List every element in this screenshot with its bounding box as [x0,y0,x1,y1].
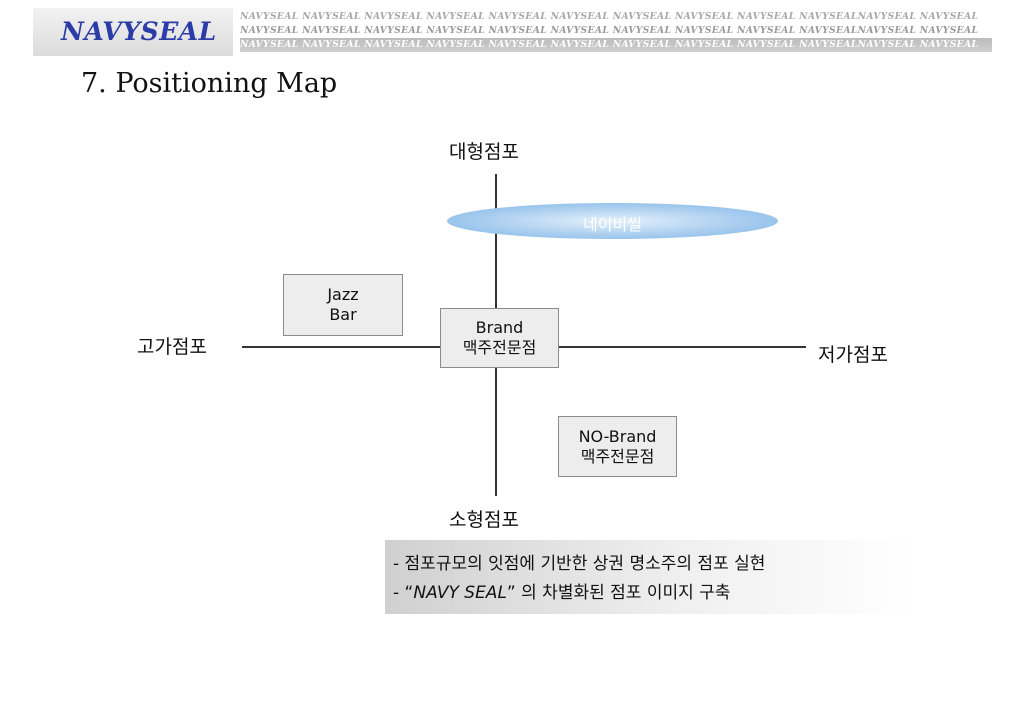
axis-label-left: 고가점포 [137,336,207,358]
jazz-bar-line-2: Bar [329,305,357,324]
axis-label-right: 저가점포 [818,344,888,366]
watermark-line-1: NAVYSEAL NAVYSEAL NAVYSEAL NAVYSEAL NAVY… [240,11,979,22]
note-line-2-brand: NAVY SEAL [413,583,507,603]
axis-label-bottom: 소형점포 [449,509,519,531]
jazz-bar-box: Jazz Bar [283,274,403,336]
navyseal-position-ellipse: 네이비씰 [447,203,778,239]
axis-label-top: 대형점포 [449,141,519,163]
navyseal-label: 네이비씰 [583,215,642,234]
watermark-line-3: NAVYSEAL NAVYSEAL NAVYSEAL NAVYSEAL NAVY… [240,38,992,52]
note-line-2: - “NAVY SEAL” 의 차별화된 점포 이미지 구축 [393,579,913,608]
header-watermark-band: NAVYSEAL NAVYSEAL NAVYSEAL NAVYSEAL NAVY… [240,10,992,52]
note-line-1: - 점포규모의 잇점에 기반한 상권 명소주의 점포 실현 [393,554,766,574]
note-line-2-suffix: ” 의 차별화된 점포 이미지 구축 [506,583,731,603]
brand-pub-box: Brand 맥주전문점 [440,308,559,368]
jazz-bar-line-1: Jazz [327,285,359,304]
brand-pub-line-1: Brand [475,318,524,337]
page-title: 7. Positioning Map [81,68,338,99]
header-logo: NAVYSEAL [33,8,233,56]
brand-pub-line-2: 맥주전문점 [462,338,537,357]
no-brand-pub-line-1: NO-Brand [578,426,657,446]
no-brand-pub-box: NO-Brand 맥주전문점 [558,416,677,477]
watermark-line-2: NAVYSEAL NAVYSEAL NAVYSEAL NAVYSEAL NAVY… [240,25,979,36]
logo-text: NAVYSEAL [61,17,217,46]
no-brand-pub-line-2: 맥주전문점 [580,446,655,466]
note-line-2-prefix: - “ [393,583,414,603]
strategy-note-box: - 점포규모의 잇점에 기반한 상권 명소주의 점포 실현 - “NAVY SE… [385,540,913,614]
